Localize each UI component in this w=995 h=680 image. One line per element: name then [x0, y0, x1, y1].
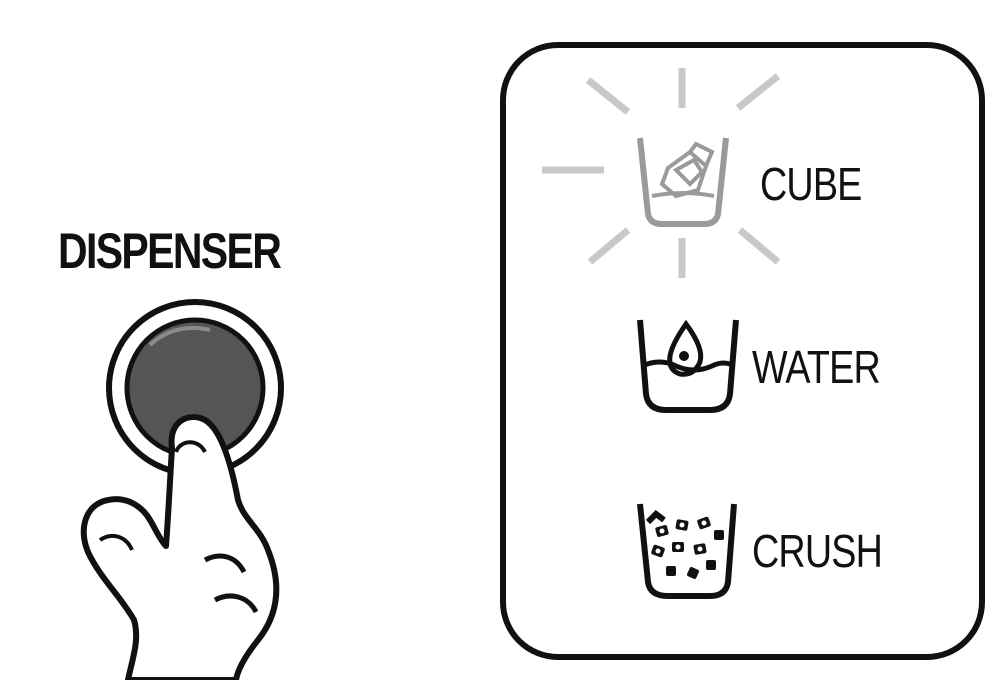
selected-highlight-rays: [542, 68, 781, 278]
ice-cube-glass-icon[interactable]: [637, 137, 729, 227]
mode-label-crush: CRUSH: [752, 525, 883, 577]
pointing-hand-icon: [80, 414, 280, 680]
mode-label-cube: CUBE: [760, 158, 862, 210]
dispenser-title: DISPENSER: [58, 223, 282, 279]
dispenser-button[interactable]: [106, 299, 284, 477]
mode-label-water: WATER: [752, 341, 881, 393]
mode-panel: [500, 42, 985, 660]
water-glass-icon[interactable]: [637, 319, 739, 413]
crushed-ice-glass-icon[interactable]: [637, 503, 737, 599]
